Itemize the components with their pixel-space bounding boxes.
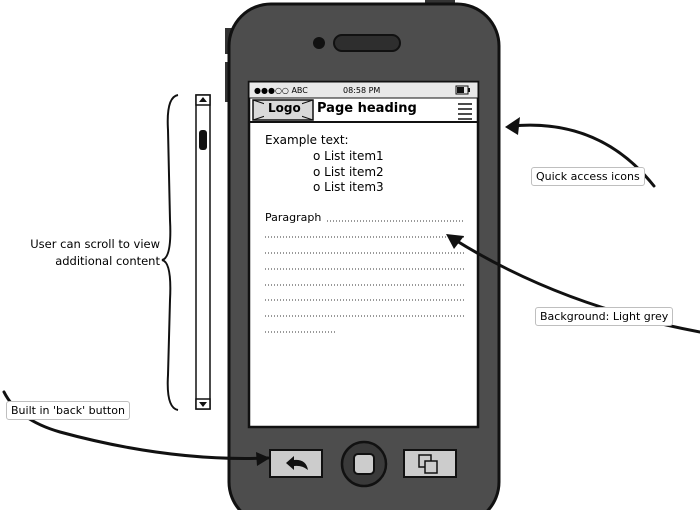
scroll-up-icon (199, 97, 207, 102)
back-button[interactable] (269, 449, 323, 478)
phone-screen (247, 80, 480, 429)
home-button-icon (353, 453, 375, 475)
paragraph-label: Paragraph (265, 211, 322, 224)
logo-image (252, 99, 314, 121)
list-item-1: o List item1 (313, 149, 384, 163)
multitask-button[interactable] (403, 449, 457, 478)
back-arrow-icon (286, 456, 308, 470)
camera-icon (313, 37, 325, 49)
list-item-2: o List item2 (313, 165, 384, 179)
back-button-callout: Built in 'back' button (6, 401, 130, 420)
page-heading: Page heading (317, 101, 417, 116)
multitask-icon (418, 454, 438, 474)
brace-bracket (161, 94, 179, 411)
scroll-note: User can scroll to view additional conte… (30, 236, 160, 270)
paragraph-placeholder-lines (265, 220, 464, 333)
speaker-grill (333, 34, 401, 52)
example-text: Example text: (265, 133, 349, 147)
battery-icon (455, 85, 470, 95)
carrier-signal: ●●●○○ ABC (254, 86, 308, 95)
scroll-note-line-1: User can scroll to view (30, 237, 160, 251)
logo-label: Logo (268, 101, 301, 115)
status-bar (248, 81, 479, 99)
background-callout: Background: Light grey (535, 307, 674, 326)
scroll-note-line-2: additional content (55, 254, 160, 268)
list-item-3: o List item3 (313, 180, 384, 194)
status-time: 08:58 PM (343, 86, 381, 95)
scroll-down-icon (199, 402, 207, 407)
home-button[interactable] (340, 440, 388, 488)
quick-access-callout: Quick access icons (531, 167, 645, 186)
scrollbar-illustration (195, 94, 211, 410)
scroll-thumb (199, 130, 207, 150)
arrow-heads (256, 117, 520, 466)
hamburger-menu-icon[interactable] (458, 103, 472, 120)
